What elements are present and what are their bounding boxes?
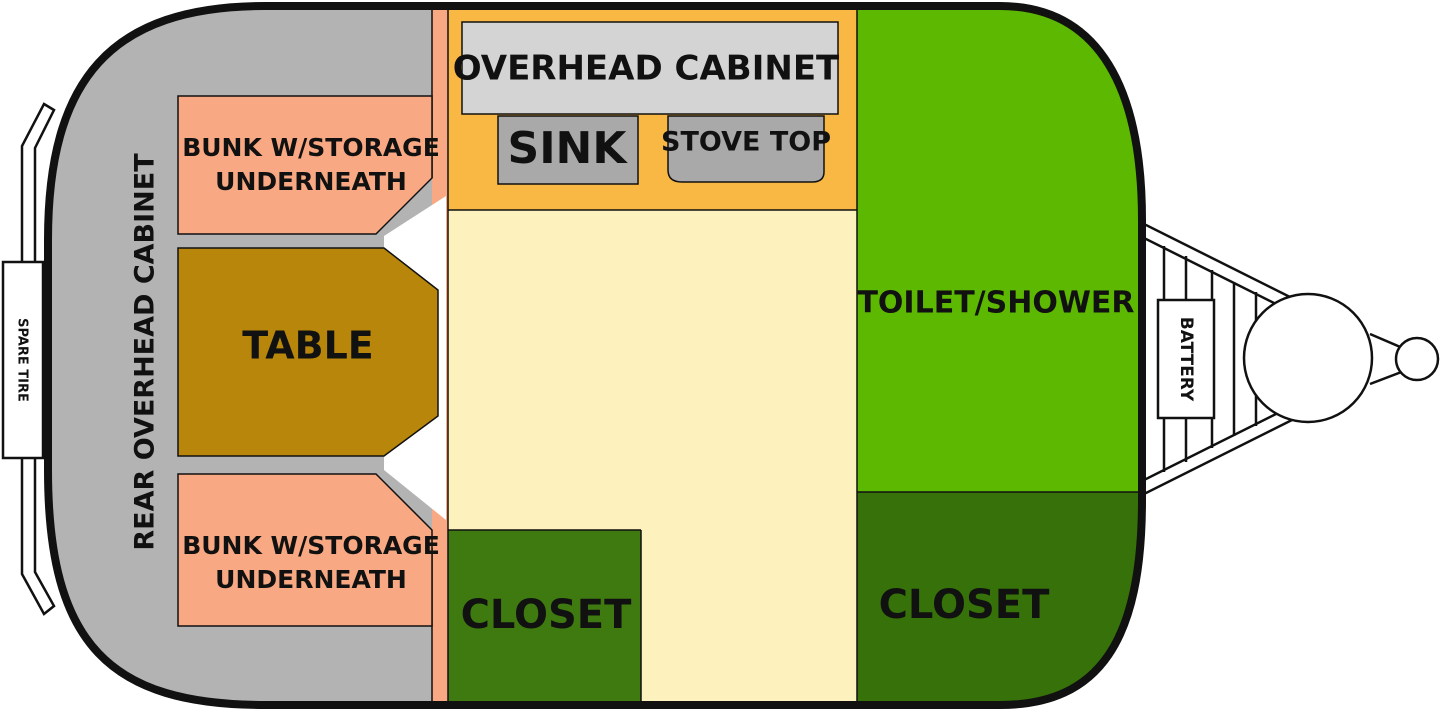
trailer-outline xyxy=(44,1,1146,709)
sink-label: SINK xyxy=(508,123,629,174)
sink xyxy=(497,115,639,185)
hitch-ball xyxy=(1394,336,1440,382)
table-label: TABLE xyxy=(242,324,374,368)
closet-left-label: CLOSET xyxy=(461,592,633,638)
divider-lines xyxy=(431,10,1140,702)
spare-tire-box xyxy=(1,260,45,460)
bunk-bottom-label-line2: UNDERNEATH xyxy=(215,565,407,594)
bunk-bottom xyxy=(177,473,433,627)
stove-top-label: STOVE TOP xyxy=(661,127,831,158)
rear-overhead-cabinet-label: REAR OVERHEAD CABINET xyxy=(130,153,161,551)
table xyxy=(177,247,439,457)
bunk-top-label-line1: BUNK W/STORAGE xyxy=(182,133,440,162)
toilet-shower-label: TOILET/SHOWER xyxy=(857,286,1134,321)
closet-right-label: CLOSET xyxy=(879,582,1051,628)
battery-box xyxy=(1156,298,1216,420)
spare-tire-label: SPARE TIRE xyxy=(15,318,30,402)
battery-label: BATTERY xyxy=(1176,317,1196,402)
overhead-cabinet-label: OVERHEAD CABINET xyxy=(453,49,840,89)
bunk-bottom-label-line1: BUNK W/STORAGE xyxy=(182,531,440,560)
jack-wheel xyxy=(1242,292,1374,424)
bunk-top-label-line2: UNDERNEATH xyxy=(215,167,407,196)
toilet-shower-area xyxy=(857,6,1142,492)
overhead-cabinet xyxy=(461,21,839,115)
bunk-top xyxy=(177,95,433,235)
stove-top xyxy=(667,115,825,183)
closet-left xyxy=(448,530,641,705)
